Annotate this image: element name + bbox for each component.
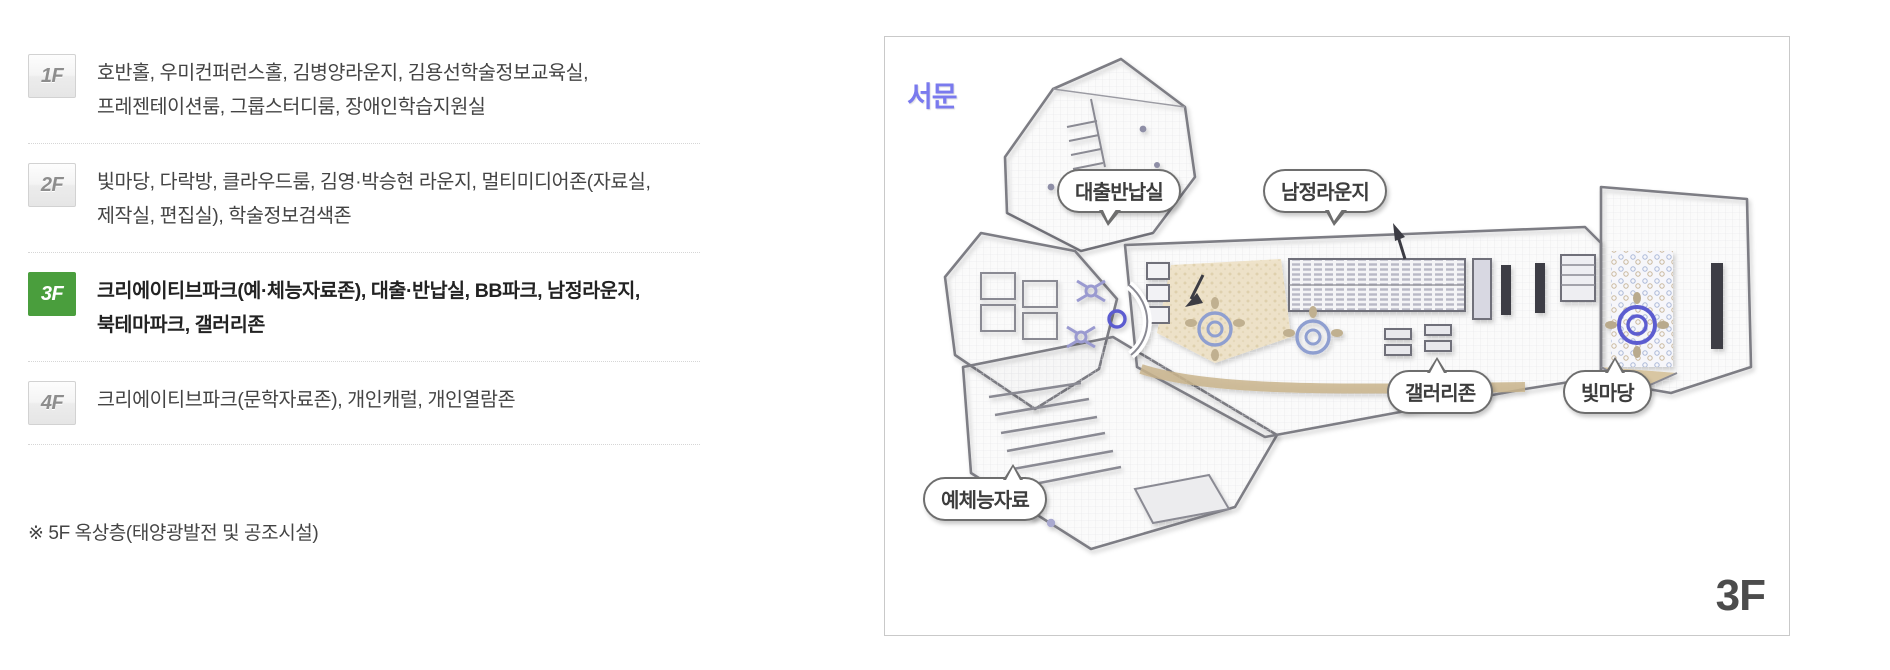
map-arrowheads [1185, 223, 1405, 307]
map-seating-clusters [1066, 279, 1343, 361]
floor-description-1f: 호반홀, 우미컨퍼런스홀, 김병양라운지, 김용선학술정보교육실, 프레젠테이션… [97, 62, 589, 118]
floor-badge-4f: 4F [28, 381, 76, 425]
floor-map-stage: 서문 대출반납실 남정라운지 갤러리존 빛마당 예체능자료 3F [885, 37, 1789, 635]
callout-namjeong-lounge[interactable]: 남정라운지 [1263, 169, 1387, 226]
callout-loan-return[interactable]: 대출반납실 [1057, 169, 1181, 226]
map-seating-nw [1076, 279, 1106, 303]
floor-list: 1F 호반홀, 우미컨퍼런스홀, 김병양라운지, 김용선학술정보교육실, 프레젠… [28, 40, 700, 445]
west-gate-label: 서문 [907, 81, 958, 112]
map-seating-nw2 [1066, 325, 1096, 349]
callout-arts-material[interactable]: 예체능자료 [923, 464, 1047, 521]
floor-description-3f: 크리에이티브파크(예·체능자료존), 대출·반납실, BB파크, 남정라운지, … [97, 280, 640, 336]
callout-bitmadang-label: 빛마당 [1581, 383, 1635, 405]
callout-tail [1325, 208, 1347, 226]
floor-row-3f[interactable]: 3F 크리에이티브파크(예·체능자료존), 대출·반납실, BB파크, 남정라운… [28, 253, 700, 362]
callout-gallery-zone[interactable]: 갤러리존 [1387, 357, 1494, 414]
callout-gallery-zone-label: 갤러리존 [1405, 383, 1476, 405]
callout-namjeong-lounge-label: 남정라운지 [1281, 182, 1370, 204]
floor-badge-3f: 3F [28, 272, 76, 316]
floor-row-1f[interactable]: 1F 호반홀, 우미컨퍼런스홀, 김병양라운지, 김용선학술정보교육실, 프레젠… [28, 40, 700, 144]
floor-description-2f: 빛마당, 다락방, 클라우드룸, 김영·박승현 라운지, 멀티미디어존(자료실,… [97, 171, 651, 227]
map-floor-watermark: 3F [1715, 571, 1766, 620]
floor-plan-drawing [943, 57, 1753, 551]
rooftop-note: ※ 5F 옥상층(태양광발전 및 공조시설) [28, 523, 319, 544]
floor-row-2f[interactable]: 2F 빛마당, 다락방, 클라우드룸, 김영·박승현 라운지, 멀티미디어존(자… [28, 144, 700, 253]
floor-map-panel: 서문 대출반납실 남정라운지 갤러리존 빛마당 예체능자료 3F [884, 36, 1790, 636]
callout-tail [1003, 464, 1023, 480]
floor-row-4f[interactable]: 4F 크리에이티브파크(문학자료존), 개인캐럴, 개인열람존 [28, 362, 700, 445]
floor-badge-1f: 1F [28, 54, 76, 98]
callout-loan-return-label: 대출반납실 [1075, 182, 1164, 204]
callout-tail [1427, 357, 1447, 373]
callout-arts-material-label: 예체능자료 [941, 490, 1030, 512]
callout-tail [1099, 208, 1121, 226]
floor-badge-2f: 2F [28, 163, 76, 207]
callout-tail [1605, 357, 1625, 373]
floor-description-4f: 크리에이티브파크(문학자료존), 개인캐럴, 개인열람존 [97, 389, 516, 411]
callout-bitmadang[interactable]: 빛마당 [1563, 357, 1652, 414]
